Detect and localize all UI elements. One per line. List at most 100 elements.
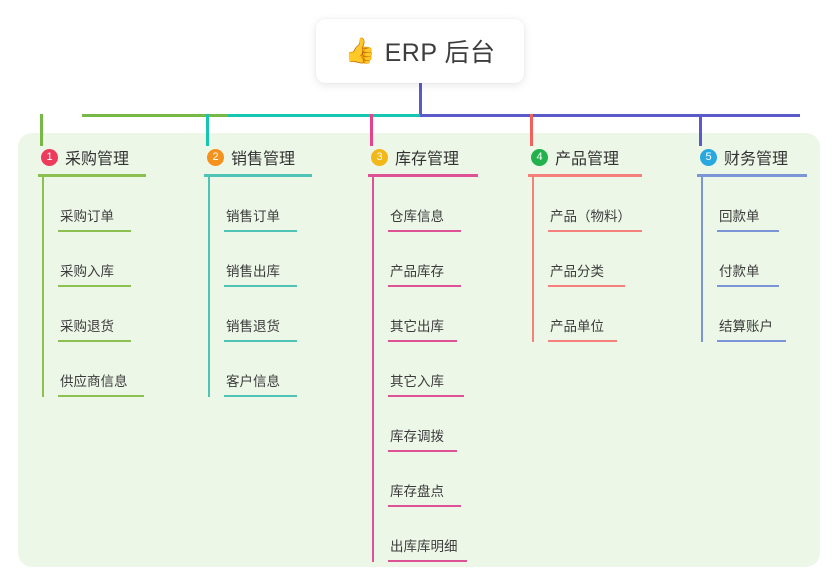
list-item[interactable]: 仓库信息 <box>372 177 478 232</box>
list-item-underline <box>224 230 297 232</box>
list-item-underline <box>548 285 625 287</box>
column-rail-5 <box>701 177 703 342</box>
list-item[interactable]: 销售退货 <box>208 287 312 342</box>
list-item[interactable]: 采购退货 <box>42 287 146 342</box>
column-items-5: 回款单付款单结算账户 <box>697 177 807 342</box>
diagram-background-panel <box>18 133 820 567</box>
column-title-5: 财务管理 <box>724 151 789 168</box>
column-title-1: 采购管理 <box>65 151 130 168</box>
list-item[interactable]: 产品（物料） <box>532 177 642 232</box>
list-item-underline <box>224 395 297 397</box>
column-rail-3 <box>372 177 374 562</box>
list-item-label: 回款单 <box>719 209 760 224</box>
list-item[interactable]: 出库库明细 <box>372 507 478 562</box>
column-underline-4 <box>528 174 642 177</box>
list-item[interactable]: 库存盘点 <box>372 452 478 507</box>
list-item-underline <box>58 395 144 397</box>
root-stem-connector <box>419 83 422 116</box>
drop-connector-5 <box>699 114 702 146</box>
column-underline-1 <box>38 174 146 177</box>
list-item[interactable]: 产品分类 <box>532 232 642 287</box>
list-item-label: 采购入库 <box>60 264 114 279</box>
list-item[interactable]: 回款单 <box>701 177 807 232</box>
list-item[interactable]: 其它出库 <box>372 287 478 342</box>
root-node-erp-backend[interactable]: 👍 ERP 后台 <box>316 19 524 83</box>
column-rail-4 <box>532 177 534 342</box>
list-item-underline <box>388 560 467 562</box>
list-item[interactable]: 客户信息 <box>208 342 312 397</box>
list-item-label: 库存调拨 <box>390 429 444 444</box>
root-node-title: ERP 后台 <box>384 39 496 67</box>
bus-segment-green <box>82 114 228 117</box>
drop-connector-2 <box>206 114 209 146</box>
list-item-label: 仓库信息 <box>390 209 444 224</box>
list-item[interactable]: 采购订单 <box>42 177 146 232</box>
column-items-2: 销售订单销售出库销售退货客户信息 <box>204 177 312 397</box>
list-item-label: 产品（物料） <box>550 209 631 224</box>
list-item-underline <box>388 395 464 397</box>
bus-segment-teal <box>228 114 420 117</box>
column-badge-1: 1 <box>41 148 58 166</box>
column-badge-3: 3 <box>371 148 388 166</box>
column-rail-1 <box>42 177 44 397</box>
list-item-underline <box>717 340 786 342</box>
column-header-3[interactable]: 3 库存管理 <box>368 146 478 168</box>
list-item-underline <box>58 230 131 232</box>
list-item-underline <box>717 230 779 232</box>
list-item-underline <box>388 285 461 287</box>
list-item[interactable]: 其它入库 <box>372 342 478 397</box>
column-items-3: 仓库信息产品库存其它出库其它入库库存调拨库存盘点出库库明细 <box>368 177 478 562</box>
list-item-label: 销售退货 <box>226 319 280 334</box>
column-header-1[interactable]: 1 采购管理 <box>38 146 146 168</box>
list-item[interactable]: 产品单位 <box>532 287 642 342</box>
list-item-underline <box>388 505 461 507</box>
list-item-label: 销售出库 <box>226 264 280 279</box>
column-title-3: 库存管理 <box>395 151 460 168</box>
list-item-underline <box>388 340 457 342</box>
list-item[interactable]: 付款单 <box>701 232 807 287</box>
list-item-label: 其它入库 <box>390 374 444 389</box>
drop-connector-3 <box>370 114 373 146</box>
list-item-label: 销售订单 <box>226 209 280 224</box>
list-item[interactable]: 销售订单 <box>208 177 312 232</box>
list-item[interactable]: 供应商信息 <box>42 342 146 397</box>
column-rail-2 <box>208 177 210 397</box>
column-badge-4: 4 <box>531 148 548 166</box>
bus-segment-blue <box>420 114 800 117</box>
list-item-label: 结算账户 <box>719 319 773 334</box>
list-item-label: 客户信息 <box>226 374 280 389</box>
list-item[interactable]: 库存调拨 <box>372 397 478 452</box>
list-item-label: 供应商信息 <box>60 374 128 389</box>
column-items-4: 产品（物料） 产品分类产品单位 <box>528 177 642 342</box>
list-item-label: 产品分类 <box>550 264 604 279</box>
list-item[interactable]: 产品库存 <box>372 232 478 287</box>
list-item-label: 库存盘点 <box>390 484 444 499</box>
list-item-label: 采购订单 <box>60 209 114 224</box>
column-1: 1 采购管理采购订单采购入库采购退货供应商信息 <box>38 146 146 397</box>
drop-connector-1 <box>40 114 43 146</box>
list-item-underline <box>717 285 779 287</box>
drop-connector-4 <box>530 114 533 146</box>
column-underline-5 <box>697 174 807 177</box>
list-item-underline <box>388 450 457 452</box>
column-underline-2 <box>204 174 312 177</box>
column-3: 3 库存管理仓库信息产品库存其它出库其它入库库存调拨库存盘点出库库明细 <box>368 146 478 562</box>
column-badge-2: 2 <box>207 148 224 166</box>
list-item[interactable]: 采购入库 <box>42 232 146 287</box>
list-item-underline <box>548 340 617 342</box>
thumbs-up-icon: 👍 <box>344 36 376 65</box>
list-item-label: 付款单 <box>719 264 760 279</box>
list-item-underline <box>548 230 642 232</box>
list-item-label: 采购退货 <box>60 319 114 334</box>
list-item[interactable]: 销售出库 <box>208 232 312 287</box>
list-item-label: 其它出库 <box>390 319 444 334</box>
list-item-label: 出库库明细 <box>390 539 458 554</box>
list-item-label: 产品单位 <box>550 319 604 334</box>
list-item-underline <box>58 340 131 342</box>
list-item[interactable]: 结算账户 <box>701 287 807 342</box>
